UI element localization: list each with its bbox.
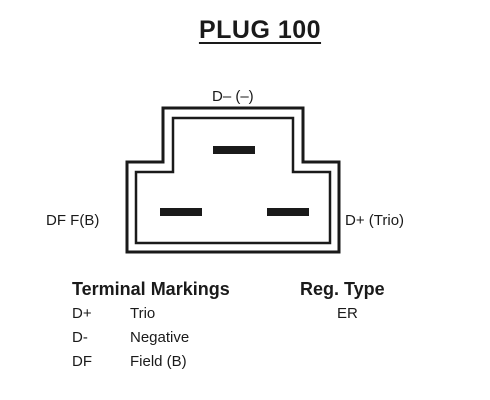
terminal-markings-heading: Terminal Markings — [72, 279, 230, 299]
marking-code: DF — [72, 353, 92, 370]
plug-outer-outline — [125, 106, 341, 254]
marking-description: Negative — [130, 329, 190, 346]
terminal-top-pin — [213, 146, 255, 154]
terminal-right-label: D+ (Trio) — [345, 212, 405, 229]
marking-code: D+ — [72, 305, 92, 322]
marking-description: Trio — [130, 305, 156, 322]
terminal-right-pin — [267, 208, 309, 216]
plug-inner-outline — [134, 116, 332, 245]
terminal-top-label: D– (–) — [212, 88, 254, 105]
reg-type-heading: Reg. Type — [300, 279, 385, 299]
marking-row: D+ Trio — [72, 305, 155, 322]
marking-code: D- — [72, 329, 88, 346]
marking-row: D- Negative — [72, 329, 189, 346]
terminal-left-label: DF F(B) — [46, 212, 100, 229]
reg-type-value: ER — [337, 305, 358, 322]
marking-row: DF Field (B) — [72, 353, 187, 370]
page-title: PLUG 100 — [198, 16, 322, 44]
terminal-left-pin — [160, 208, 202, 216]
marking-description: Field (B) — [130, 353, 187, 370]
